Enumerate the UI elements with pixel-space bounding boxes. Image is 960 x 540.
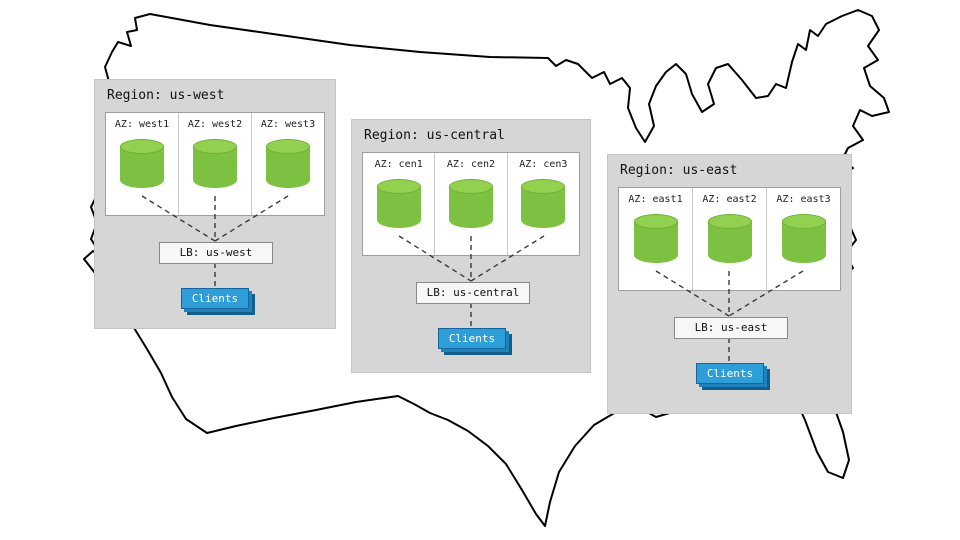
database-cylinder-icon [376, 179, 421, 235]
database-cylinder-icon [193, 139, 237, 195]
az-container: AZ: cen1 AZ: cen2 AZ: cen3 [362, 152, 580, 256]
clients-box: Clients [181, 288, 249, 309]
az-label: AZ: west2 [187, 119, 243, 130]
az-label: AZ: cen3 [519, 159, 568, 170]
az-label: AZ: cen1 [374, 159, 423, 170]
az-cell: AZ: east2 [692, 188, 766, 290]
database-cylinder-icon [707, 214, 752, 270]
az-container: AZ: west1 AZ: west2 AZ: west3 [105, 112, 325, 216]
az-label: AZ: east2 [702, 194, 757, 205]
database-cylinder-icon [120, 139, 164, 195]
az-container: AZ: east1 AZ: east2 AZ: east3 [618, 187, 841, 291]
region-title: Region: us-central [364, 128, 505, 143]
az-label: AZ: cen2 [446, 159, 496, 170]
database-cylinder-icon [266, 139, 310, 195]
load-balancer-box: LB: us-west [159, 242, 273, 264]
region-title: Region: us-west [107, 88, 225, 103]
database-cylinder-icon [781, 214, 826, 270]
az-cell: AZ: cen1 [363, 153, 434, 255]
region-card-us-east: Region: us-east AZ: east1 AZ: east2 AZ: … [608, 155, 851, 413]
az-label: AZ: west3 [260, 119, 316, 130]
database-cylinder-icon [633, 214, 678, 270]
az-cell: AZ: west2 [178, 113, 251, 215]
az-cell: AZ: east1 [619, 188, 692, 290]
load-balancer-box: LB: us-east [674, 317, 788, 339]
az-cell: AZ: cen3 [506, 153, 579, 255]
az-label: AZ: east3 [776, 194, 831, 205]
az-label: AZ: west1 [114, 119, 170, 130]
region-card-us-west: Region: us-west AZ: west1 AZ: west2 AZ: … [95, 80, 335, 328]
az-cell: AZ: west3 [251, 113, 324, 215]
database-cylinder-icon [521, 179, 566, 235]
database-cylinder-icon [448, 179, 493, 235]
load-balancer-box: LB: us-central [416, 282, 530, 304]
az-cell: AZ: west1 [106, 113, 178, 215]
clients-box: Clients [696, 363, 764, 384]
az-cell: AZ: cen2 [434, 153, 506, 255]
clients-box: Clients [438, 328, 506, 349]
region-card-us-central: Region: us-central AZ: cen1 AZ: cen2 AZ:… [352, 120, 590, 372]
region-title: Region: us-east [620, 163, 738, 178]
az-cell: AZ: east3 [766, 188, 840, 290]
az-label: AZ: east1 [628, 194, 683, 205]
